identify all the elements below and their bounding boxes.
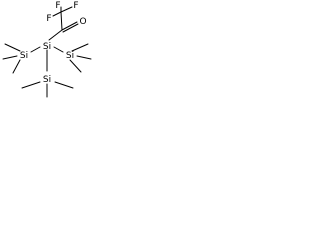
atom-label-oxygen: O [79,17,86,27]
bond-si-left-methyl-up [4,43,21,52]
molecule-structure-diagram: F F F O Si Si Si Si [2,1,92,98]
atom-label-fluorine-left: F [46,14,51,24]
atom-label-silicon-left: Si [20,51,28,61]
atom-label-silicon-right: Si [66,51,74,61]
bond-c-f-top-right [60,6,73,13]
bond-cf3-carbonyl [60,11,63,31]
bond-si-left-methyl-down [12,59,21,74]
atom-labels: F F F O Si Si Si Si [20,1,87,85]
bond-lines [2,6,92,98]
bond-si-bottom-methyl-right [54,81,74,89]
atom-label-fluorine-top-right: F [73,1,78,11]
bond-si-bottom-methyl-left [21,81,41,89]
atom-label-silicon-bottom: Si [43,75,51,85]
bond-c-o-double-1 [61,21,78,31]
bond-carbonyl-si [48,29,63,41]
bond-si-left-methyl-side [2,55,18,60]
bond-si-si-right [53,46,64,53]
bond-si-right-methyl-down [69,59,82,73]
bond-c-o-double-2 [62,23,79,33]
bond-si-si-left [30,46,41,53]
atom-label-fluorine-top-left: F [55,1,60,11]
bond-c-f-left [52,11,62,17]
bond-si-right-methyl-up [71,43,89,52]
bond-si-right-methyl-side [76,55,92,60]
atom-label-silicon-central: Si [43,42,51,52]
